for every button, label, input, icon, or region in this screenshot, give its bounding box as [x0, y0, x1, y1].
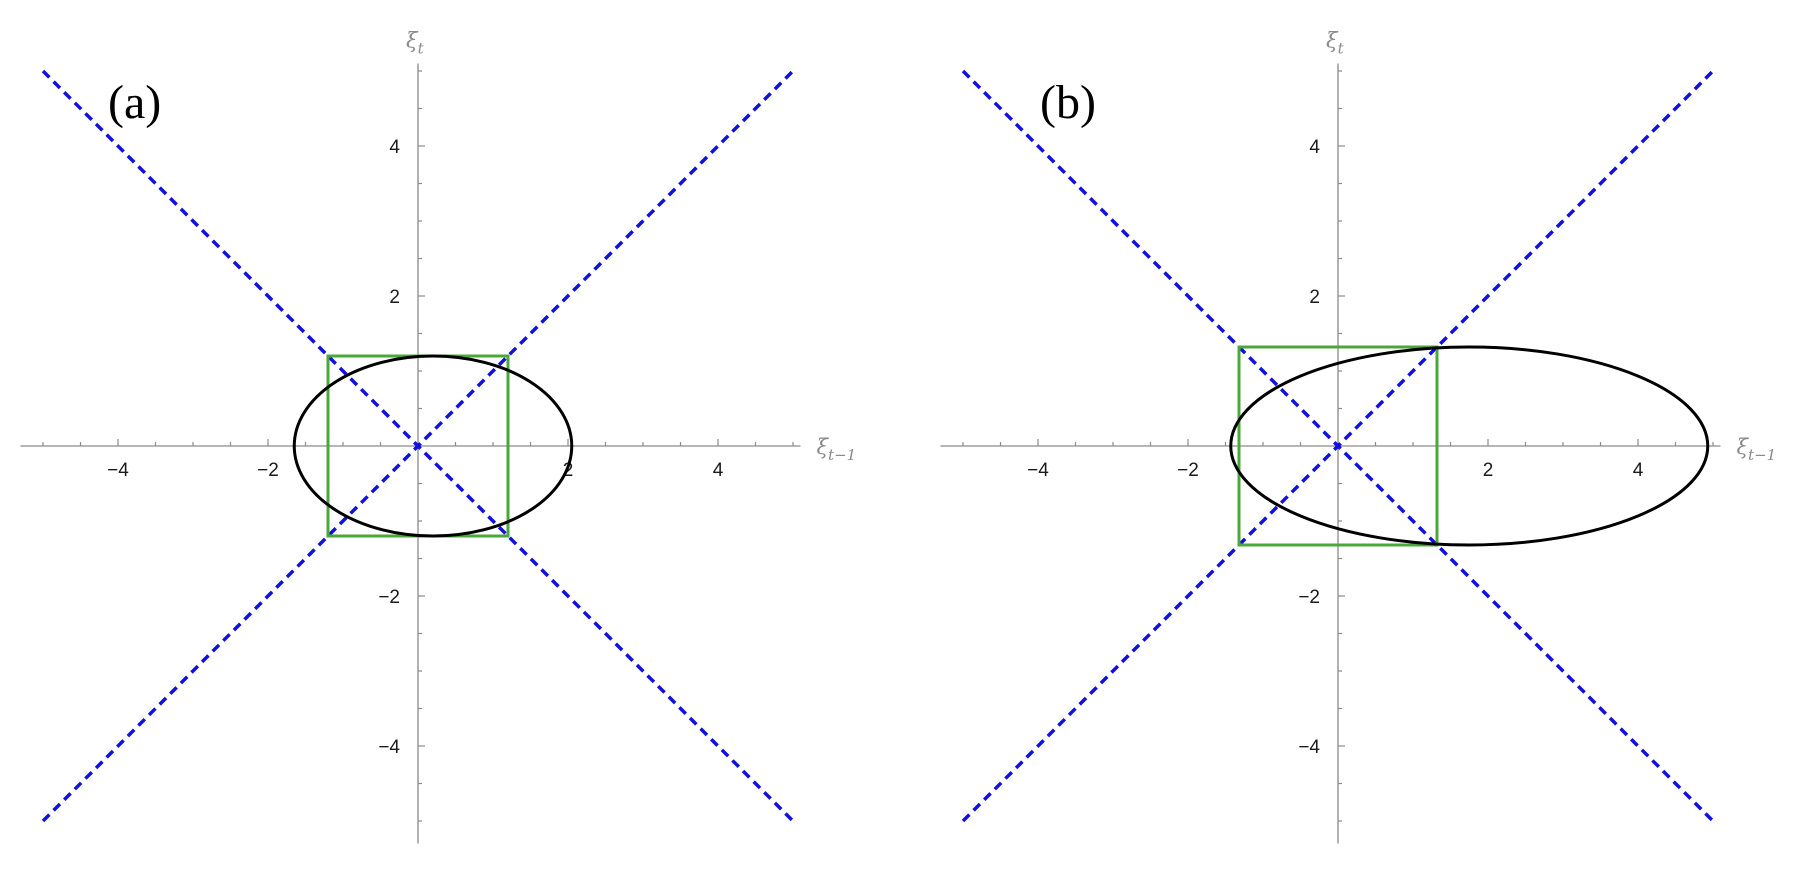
- y-axis-label: ξt: [1326, 29, 1345, 58]
- x-axis-label-subscript: t−1: [828, 446, 856, 464]
- y-axis-label-subscript: t: [418, 40, 425, 58]
- panel-label: (b): [1040, 76, 1096, 129]
- black-ellipse: [1229, 345, 1710, 547]
- x-tick-label: 2: [1483, 460, 1494, 481]
- diagonal-dashed-line: [41, 69, 795, 823]
- panel-b: −4 −2 2 4 −4 −2 2 4 ξt−1 ξt (b): [940, 29, 1777, 844]
- y-tick-label: 4: [1309, 137, 1320, 158]
- x-tick-label: −2: [1177, 460, 1199, 481]
- diagonal-dashed-line: [961, 69, 1715, 823]
- x-tick-label: 4: [1633, 460, 1644, 481]
- y-axis-label: ξt: [406, 29, 425, 58]
- x-axis-label: ξt−1: [817, 435, 857, 464]
- x-tick-label: −2: [257, 460, 279, 481]
- x-axis-label: ξt−1: [1737, 435, 1777, 464]
- black-ellipse: [292, 354, 574, 538]
- y-tick-label: 2: [1309, 287, 1320, 308]
- y-tick-label: −2: [1298, 587, 1320, 608]
- y-tick-label: −4: [1298, 737, 1320, 758]
- y-axis-label-subscript: t: [1338, 40, 1345, 58]
- y-tick-label: 4: [389, 137, 400, 158]
- x-axis-label-subscript: t−1: [1748, 446, 1776, 464]
- panel-label: (a): [108, 76, 161, 129]
- x-tick-label: 4: [713, 460, 724, 481]
- x-tick-label: −4: [107, 460, 129, 481]
- y-tick-label: 2: [389, 287, 400, 308]
- x-tick-label: −4: [1027, 460, 1049, 481]
- y-tick-label: −4: [378, 737, 400, 758]
- y-tick-label: −2: [378, 587, 400, 608]
- green-square: [1237, 345, 1439, 547]
